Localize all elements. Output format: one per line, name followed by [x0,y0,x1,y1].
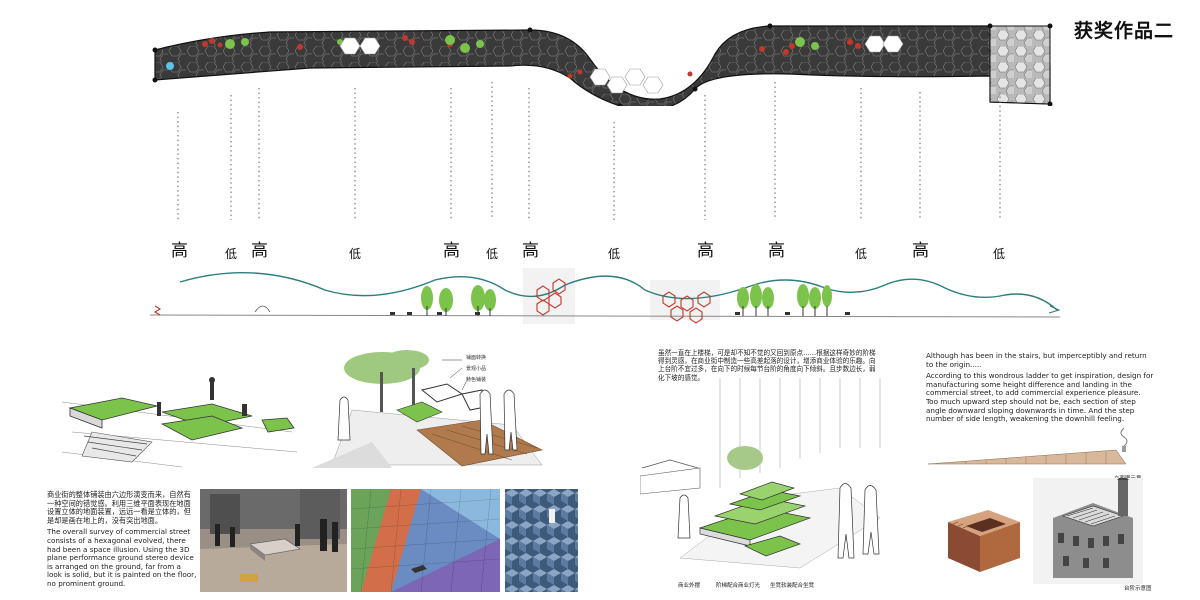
sketch-callout: 特色铺装 [466,377,487,383]
height-marker: 高 [443,241,460,261]
height-marker: 低 [993,247,1006,261]
height-marker: 高 [912,241,929,261]
elevation-diagram [927,427,1128,465]
stepped-plaza-sketch [640,378,881,569]
street-plan [152,23,1053,106]
height-marker: 低 [486,247,499,261]
street-section-profile [149,268,1061,324]
stair-caption: 坐凳软装配合坐凳 [770,583,815,589]
stair-caption: 商业外摆 [678,583,701,589]
height-marker: 低 [608,247,621,261]
street-3d-paint-photo [200,489,347,592]
landscape-street-sketch [312,350,543,468]
left-description: 商业街的整体铺装由六边形演变而来，自然有一种空间的错觉感。利用三维平面表现在地面… [47,490,197,592]
right-description: Although has been in the stairs, but imp… [926,351,1154,427]
right-description-en1: Although has been in the stairs, but imp… [926,351,1147,369]
height-marker: 低 [855,247,868,261]
height-marker: 低 [225,247,238,261]
height-marker: 高 [171,241,188,261]
sketch-callout: 景观小品 [466,366,487,372]
escher-ascending-descending [1033,478,1143,584]
stair-caption: 阶梯配合商业灯光 [716,583,761,589]
stair-diagram-caption: 台阶示意图 [1124,586,1152,592]
rainbow-cube-paving-photo [351,489,500,592]
hexagon-plaza-sketch [62,377,298,468]
left-description-zh: 商业街的整体铺装由六边形演变而来，自然有一种空间的错觉感。利用三维平面表现在地面… [47,490,191,525]
page-title: 获奖作品二 [1073,20,1174,42]
impossible-stairs-block [948,510,1020,572]
left-description-en: The overall survey of commercial street … [47,527,197,588]
height-marker: 高 [522,241,539,261]
right-description-en2: According to this wondrous ladder to get… [926,371,1154,424]
height-marker: 低 [349,247,362,261]
height-marker: 高 [697,241,714,261]
height-marker: 高 [768,241,785,261]
middle-description: 虽然一直在上楼梯，可是却不知不觉的又回到原点……根据这样奇妙的阶梯得到灵感，在商… [658,349,876,382]
sketch-callout: 铺面转换 [466,355,487,361]
isometric-cube-floor-photo [505,489,578,592]
height-marker: 高 [251,241,268,261]
